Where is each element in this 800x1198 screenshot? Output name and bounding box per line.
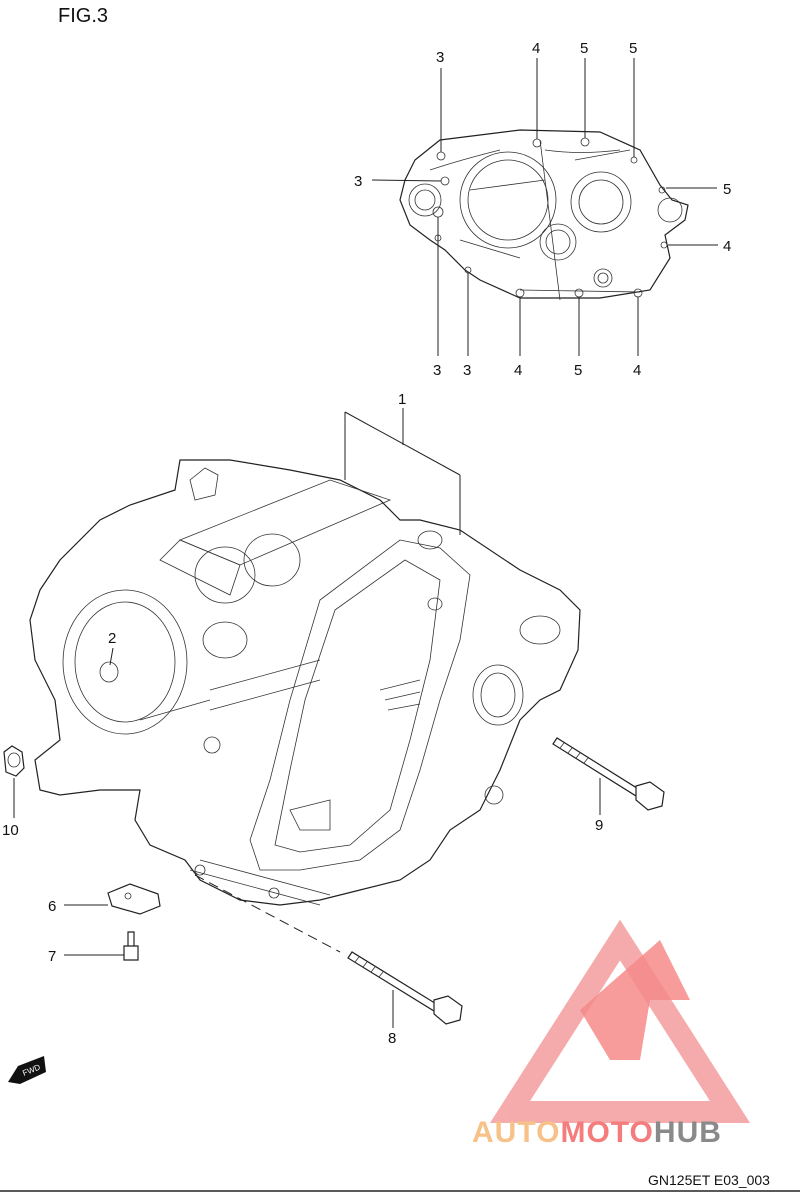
part-9-bolt <box>552 737 665 815</box>
callout-label: 4 <box>633 362 641 379</box>
callout-2-line <box>109 647 114 666</box>
part-10-plug <box>3 745 25 818</box>
callout-label: 1 <box>398 391 406 408</box>
fwd-arrow-icon: FWD <box>8 1056 46 1084</box>
callout-label: 3 <box>436 49 444 66</box>
callout-label: 10 <box>2 822 19 839</box>
callout-label: 2 <box>108 630 116 647</box>
callout-label: 5 <box>723 181 731 198</box>
callout-label: 4 <box>723 238 731 255</box>
callout-label: 4 <box>514 362 522 379</box>
callout-label: 7 <box>48 948 56 965</box>
callout-label: 5 <box>580 40 588 57</box>
watermark-text-auto: AUTO <box>472 1116 560 1149</box>
watermark-text-hub: HUB <box>654 1116 722 1149</box>
crankcase-assembly <box>29 459 581 906</box>
watermark-logo <box>489 919 751 1123</box>
watermark-text-moto: MOTO <box>560 1116 653 1149</box>
callout-1-bracket <box>344 408 461 535</box>
callout-label: 5 <box>629 40 637 57</box>
callout-label: 3 <box>354 173 362 190</box>
part-7-small-bolt <box>64 931 139 961</box>
watermark-text: AUTOMOTOHUB <box>472 1116 722 1149</box>
callout-label: 5 <box>574 362 582 379</box>
crankcase-half-inner-view <box>399 129 689 301</box>
top-callout-lines <box>371 58 718 356</box>
callout-label: 6 <box>48 898 56 915</box>
callout-label: 4 <box>532 40 540 57</box>
callout-label: 9 <box>595 817 603 834</box>
part-8-bolt <box>194 874 463 1028</box>
diagram-code: GN125ET E03_003 <box>648 1172 770 1188</box>
callout-label: 3 <box>433 362 441 379</box>
part-6-plate <box>64 883 161 915</box>
callout-label: 3 <box>463 362 471 379</box>
figure-label: FIG.3 <box>58 5 108 27</box>
callout-label: 8 <box>388 1030 396 1047</box>
